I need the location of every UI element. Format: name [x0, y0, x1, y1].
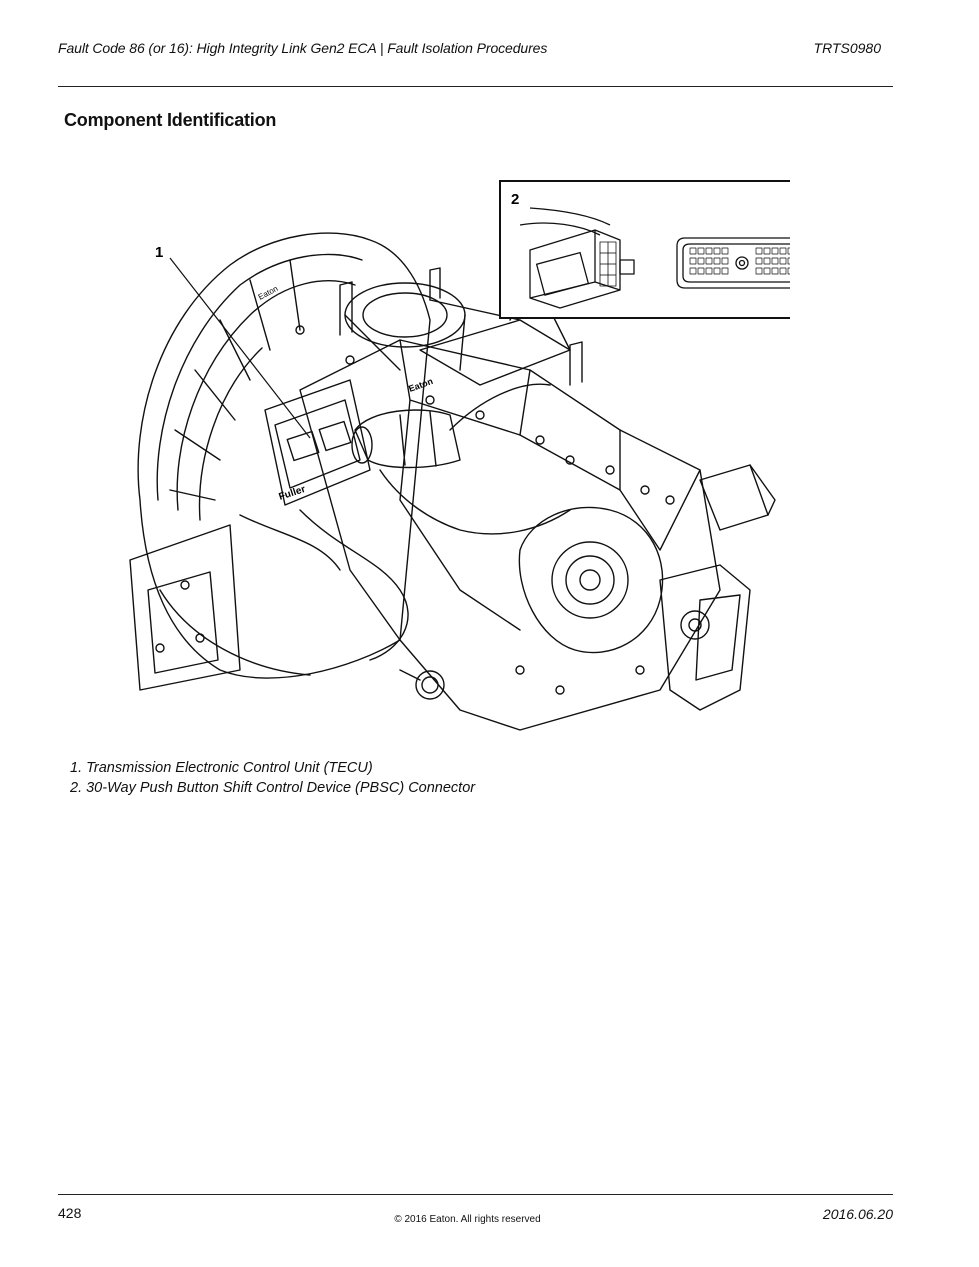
footer-divider	[58, 1194, 893, 1195]
caption-item: 1. Transmission Electronic Control Unit …	[70, 760, 373, 776]
header-title: Fault Code 86 (or 16): High Integrity Li…	[58, 40, 548, 56]
transmission-figure: Eaton Fuller Eaton 1 2	[100, 170, 818, 745]
bell-housing	[137, 232, 431, 679]
callout-2-label: 2	[511, 191, 519, 208]
pbsc-connector-inset: 2	[499, 180, 818, 319]
engine-label-eaton: Eaton	[407, 376, 434, 394]
callout-1-leader	[169, 257, 311, 439]
copyright: © 2016 Eaton. All rights reserved	[394, 1214, 541, 1225]
transmission-case	[299, 339, 721, 731]
header-divider	[58, 86, 893, 87]
figure-captions: 1. Transmission Electronic Control Unit …	[70, 758, 475, 798]
caption-item: 2. 30-Way Push Button Shift Control Devi…	[70, 780, 476, 796]
document-code: TRTS0980	[813, 40, 881, 56]
output-yoke	[659, 564, 751, 711]
mounting-bracket	[129, 524, 241, 691]
engine-label-eaton-2: Eaton	[257, 284, 280, 302]
rear-housing	[518, 506, 664, 654]
callout-1-label: 1	[155, 244, 163, 261]
page-number: 428	[58, 1205, 82, 1221]
tecu-module	[264, 379, 371, 506]
section-heading: Component Identification	[64, 110, 277, 130]
engine-label-fuller: Fuller	[278, 484, 307, 503]
transmission-illustration: Eaton Fuller Eaton 1 2	[129, 180, 818, 731]
revision-date: 2016.06.20	[822, 1206, 893, 1222]
